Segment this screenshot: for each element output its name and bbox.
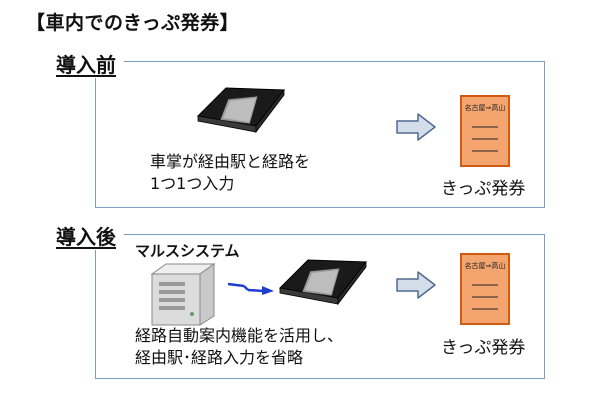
server-icon bbox=[150, 263, 216, 326]
after-desc-line1: 経路自動案内機能を活用し、 bbox=[135, 326, 344, 345]
before-panel bbox=[95, 61, 545, 208]
handheld-terminal-icon bbox=[278, 259, 367, 306]
signal-arrow-icon bbox=[227, 282, 274, 295]
ticket-icon: 名古屋⇒高山 bbox=[460, 253, 510, 325]
after-label: 導入後 bbox=[56, 225, 116, 249]
after-panel bbox=[95, 234, 545, 379]
before-desc-line2: 1つ1つ入力 bbox=[150, 174, 235, 193]
right-arrow-icon bbox=[396, 113, 436, 141]
ticket-icon: 名古屋⇒高山 bbox=[460, 95, 510, 167]
ticket-header: 名古屋⇒高山 bbox=[465, 261, 506, 270]
before-label-wrap: 導入前 bbox=[52, 49, 124, 78]
right-arrow-icon bbox=[396, 271, 436, 299]
page-title: 【車内でのきっぷ発券】 bbox=[26, 12, 240, 34]
before-ticket-caption: きっぷ発券 bbox=[441, 179, 526, 199]
ticket-header: 名古屋⇒高山 bbox=[465, 103, 506, 112]
after-desc-line2: 経由駅･経路入力を省略 bbox=[135, 348, 304, 367]
before-desc-line1: 車掌が経由駅と経路を bbox=[150, 152, 311, 171]
system-label: マルスシステム bbox=[135, 242, 240, 260]
after-label-wrap: 導入後 bbox=[52, 221, 124, 250]
after-ticket-caption: きっぷ発券 bbox=[441, 338, 526, 358]
before-label: 導入前 bbox=[56, 53, 116, 77]
handheld-terminal-icon bbox=[196, 87, 285, 134]
